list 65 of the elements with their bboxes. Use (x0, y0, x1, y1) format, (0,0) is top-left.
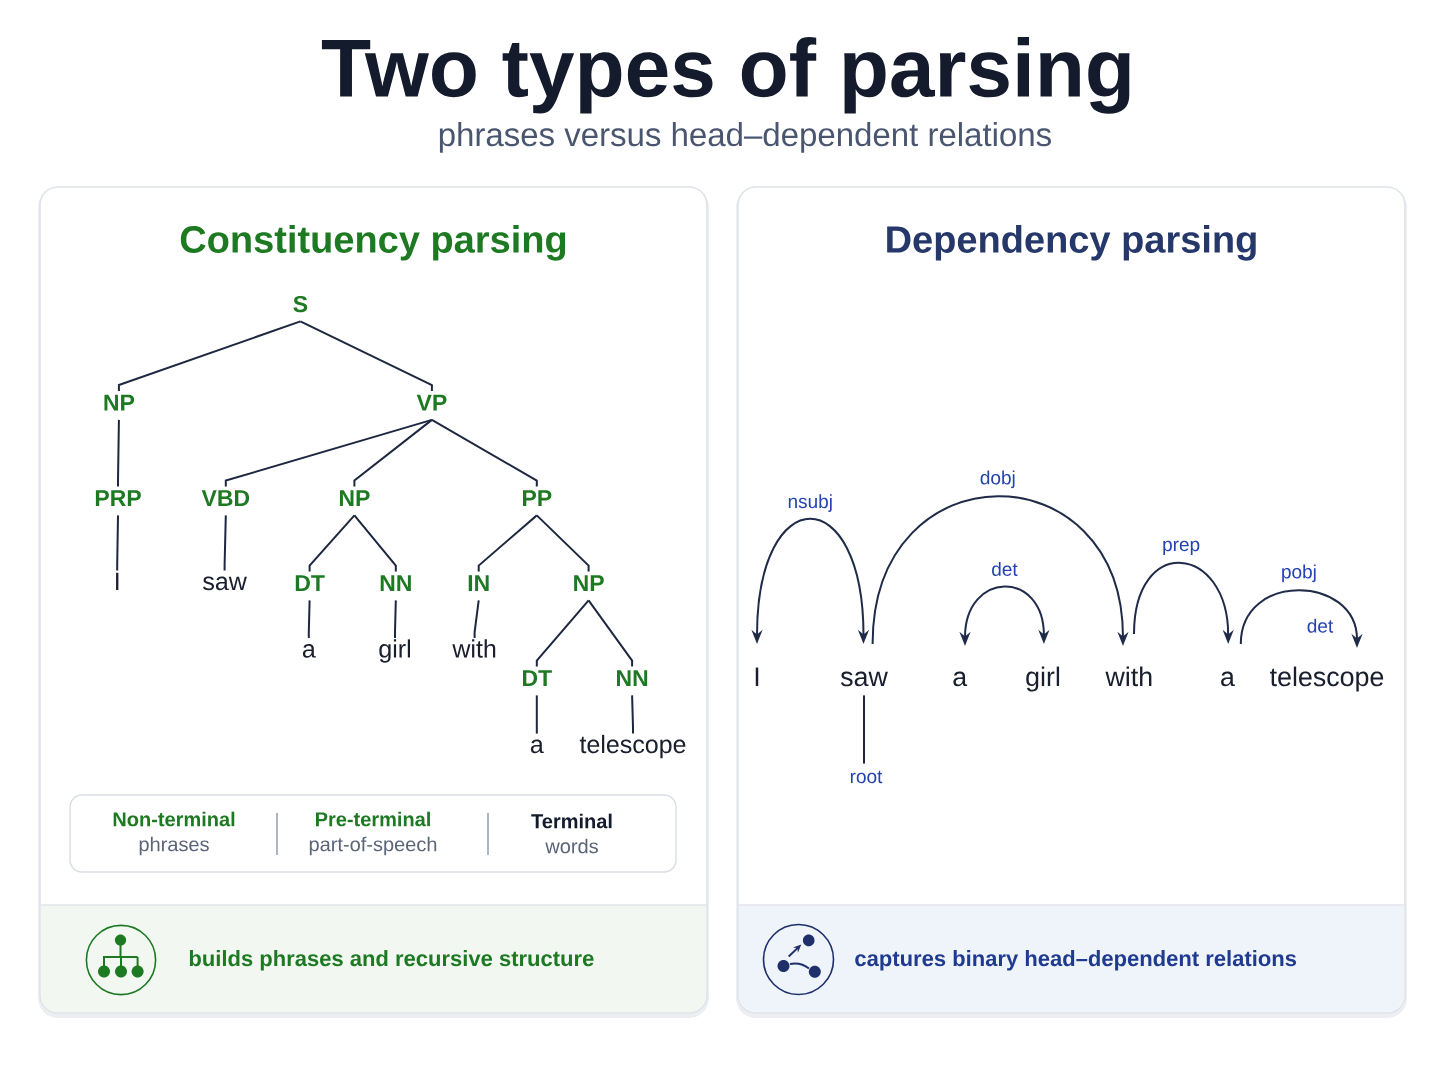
category-label: NP (339, 490, 370, 506)
category-label: VP (416, 394, 447, 411)
key-term: Terminal (531, 813, 612, 829)
tree-line (224, 418, 433, 488)
word-label: a (1221, 671, 1235, 687)
subtitle: phrases versus head–dependent relations (439, 122, 1051, 153)
key-description: words (545, 838, 598, 854)
root-line (863, 694, 865, 765)
key-term: Pre-terminal (316, 811, 430, 827)
tree-line (299, 320, 433, 393)
panel-heading: Dependency parsing (887, 225, 1256, 261)
tree-line (535, 514, 590, 573)
relation-label: det (1307, 618, 1334, 633)
tree-line (308, 514, 356, 573)
category-label: VBD (201, 490, 250, 506)
tree-line (394, 599, 397, 640)
footer-band: builds phrases and recursive structure (40, 904, 707, 1013)
word-label: girl (379, 639, 410, 663)
word-label: saw (840, 671, 888, 687)
key-term: Non-terminal (113, 811, 235, 827)
key-description: phrases (139, 836, 209, 856)
tree-line (587, 599, 634, 668)
category-label: PP (523, 490, 552, 506)
category-label: DT (295, 575, 325, 591)
edge-label: dobj (977, 468, 1018, 491)
category-label: NN (617, 670, 648, 686)
tree-line (535, 694, 538, 735)
word-label: girl (1026, 666, 1060, 692)
tree-line (477, 514, 538, 573)
category-label: S (293, 295, 308, 313)
tree-line (353, 514, 397, 573)
panel-heading: Constituency parsing (180, 225, 566, 261)
tree-line (535, 599, 590, 668)
word-label: saw (203, 576, 247, 591)
tree-line (116, 514, 119, 572)
category-label: IN (468, 575, 489, 591)
word-label: a (530, 739, 544, 754)
category-label: NN (380, 575, 411, 591)
word-label: with (1105, 666, 1152, 687)
tree-line (223, 514, 227, 572)
category-label: NP (104, 394, 135, 411)
tree-line (473, 599, 480, 640)
word-label: telescope (579, 734, 686, 759)
tree-line (631, 694, 634, 735)
tree-line (117, 320, 302, 393)
key-box (69, 794, 677, 873)
word-label: with (452, 639, 496, 658)
key-description: part-of-speech (309, 836, 437, 856)
tree-line (353, 418, 433, 488)
edge-label: pobj (1278, 562, 1319, 585)
word-label: a (302, 644, 316, 658)
word-label: a (953, 671, 968, 687)
tree-line (117, 418, 120, 488)
category-label: DT (523, 670, 552, 686)
category-label: PRP (95, 490, 141, 506)
title: Two types of parsing (321, 37, 1130, 114)
word-label: telescope (1270, 666, 1384, 692)
edge-label: nsubj (785, 492, 835, 514)
word-label: I (755, 667, 759, 686)
word-label: I (116, 572, 119, 590)
category-label: NP (574, 575, 604, 591)
root-label: root (850, 770, 883, 784)
footer-band: captures binary head–dependent relations (738, 904, 1405, 1013)
tree-line (307, 599, 311, 640)
tree-line (430, 418, 538, 488)
